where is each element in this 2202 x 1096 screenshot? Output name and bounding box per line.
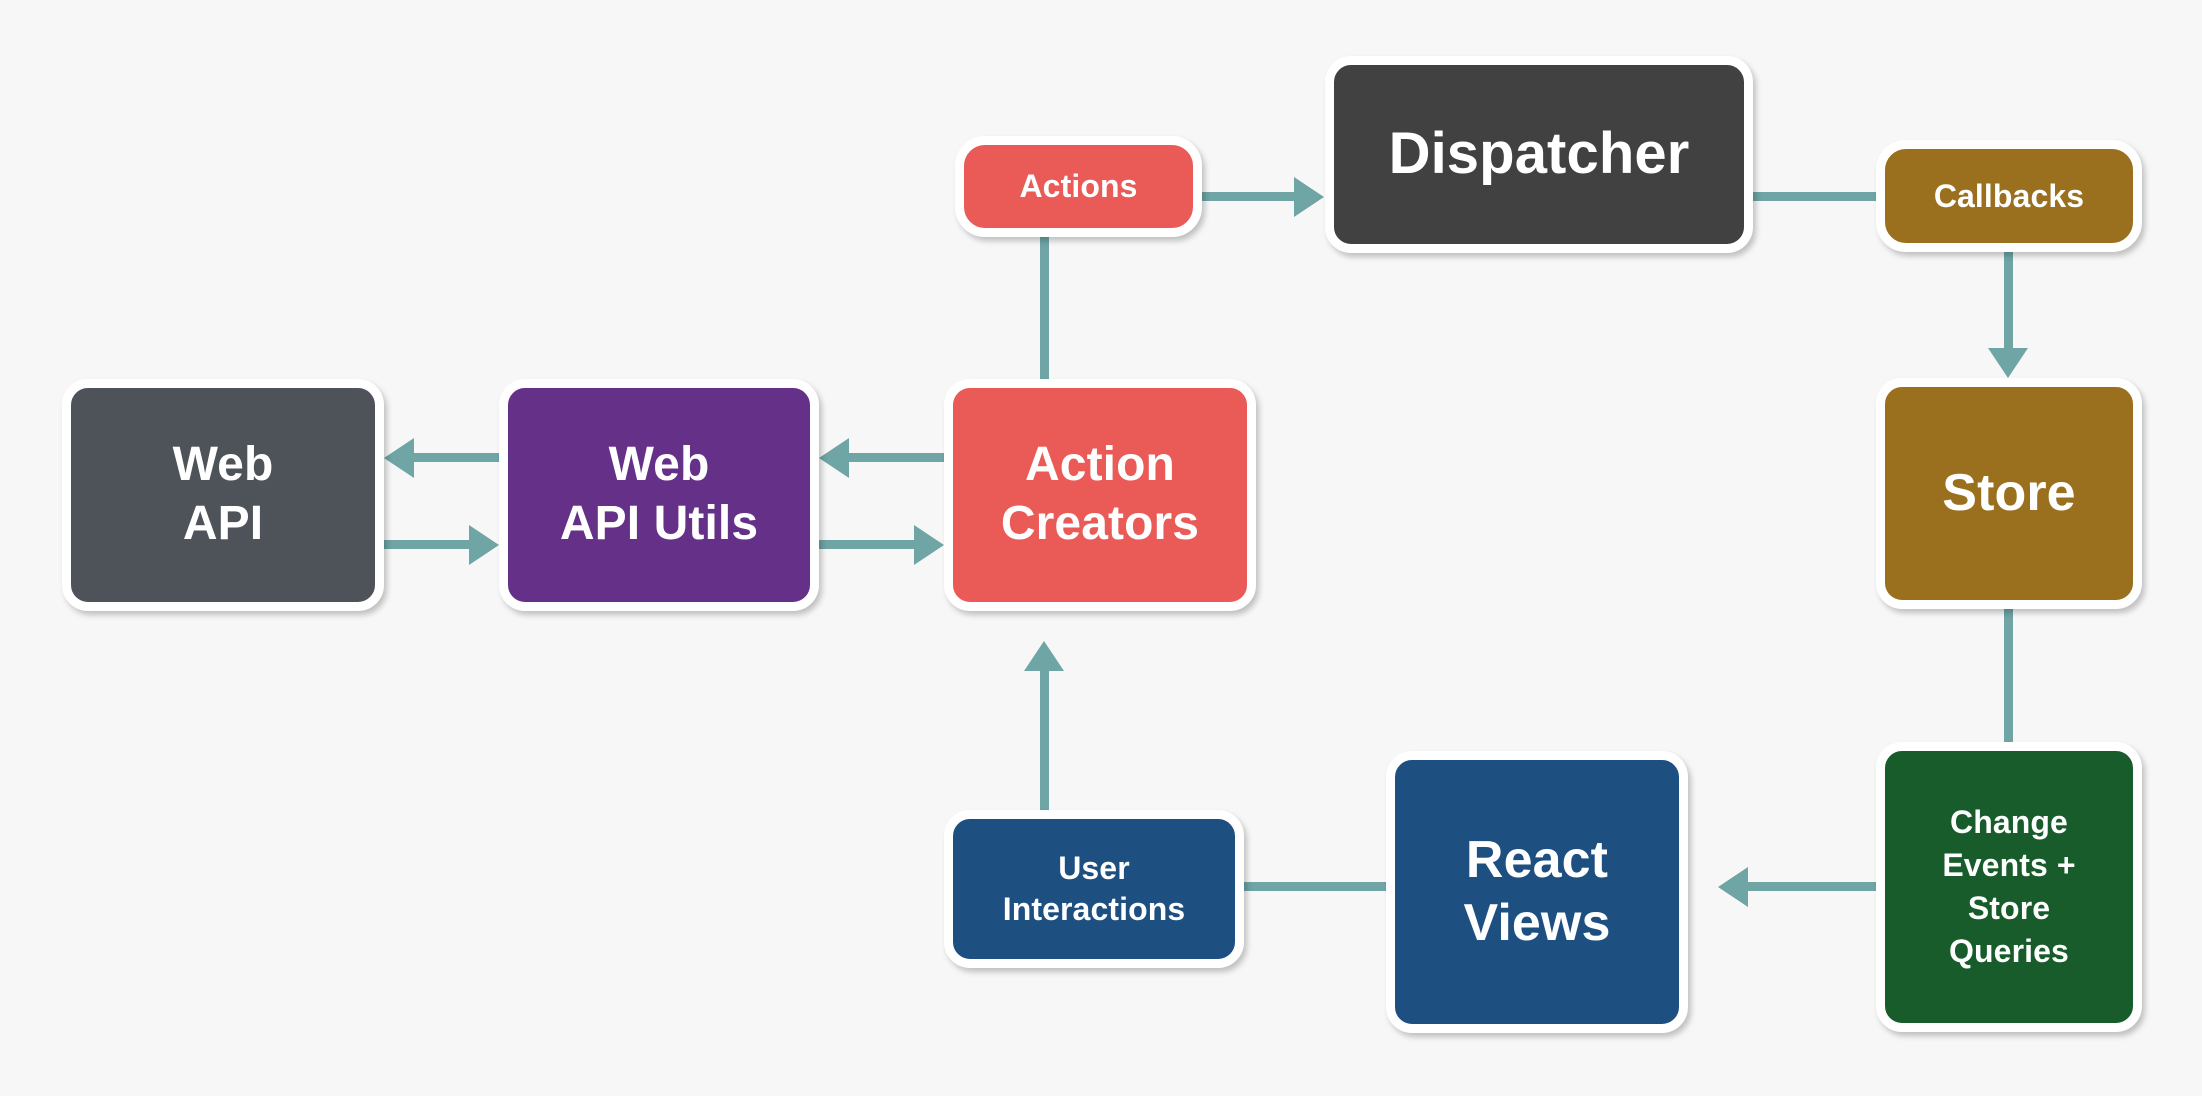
node-action-creators[interactable]: Action Creators	[944, 379, 1256, 611]
edge-callbacks-to-store	[2004, 252, 2013, 348]
arrowhead-action-creators-to-web-api-utils	[819, 438, 849, 478]
node-callbacks-label: Callbacks	[1933, 177, 2085, 214]
edge-action-creators-to-web-api-utils	[849, 453, 944, 462]
node-dispatcher[interactable]: Dispatcher	[1325, 56, 1753, 253]
node-react-views[interactable]: React Views	[1386, 751, 1688, 1033]
edge-store-to-change-events	[2004, 609, 2013, 742]
edge-user-interactions-to-action-creators	[1040, 671, 1049, 810]
arrowhead-web-api-to-web-api-utils	[469, 525, 499, 565]
edge-change-events-to-react-views	[1748, 882, 1876, 891]
arrowhead-web-api-utils-to-web-api	[384, 438, 414, 478]
node-web-api-label: Web API	[172, 438, 274, 550]
arrowhead-actions-to-dispatcher	[1294, 177, 1324, 217]
edge-dispatcher-to-callbacks	[1753, 192, 1876, 201]
node-store-label: Store	[1942, 463, 2076, 522]
edge-web-api-to-web-api-utils	[384, 540, 469, 549]
node-change-events-store-queries[interactable]: Change Events + Store Queries	[1876, 742, 2142, 1032]
node-change-events-store-queries-label: Change Events + Store Queries	[1942, 803, 2076, 970]
node-user-interactions-label: User Interactions	[1002, 850, 1186, 927]
node-web-api-utils-label: Web API Utils	[559, 438, 759, 550]
edge-action-creators-to-actions	[1040, 237, 1049, 379]
node-web-api-utils[interactable]: Web API Utils	[499, 379, 819, 611]
node-actions[interactable]: Actions	[955, 136, 1202, 237]
node-dispatcher-label: Dispatcher	[1388, 121, 1690, 187]
node-user-interactions[interactable]: User Interactions	[944, 810, 1244, 968]
node-store[interactable]: Store	[1876, 378, 2142, 609]
arrowhead-change-events-to-react-views	[1718, 867, 1748, 907]
node-callbacks[interactable]: Callbacks	[1876, 140, 2142, 252]
node-react-views-label: React Views	[1463, 830, 1611, 952]
node-action-creators-label: Action Creators	[1000, 438, 1200, 550]
arrowhead-callbacks-to-store	[1988, 348, 2028, 378]
edge-web-api-utils-to-action-creators	[819, 540, 914, 549]
edge-actions-to-dispatcher	[1202, 192, 1294, 201]
arrowhead-user-interactions-to-action-creators	[1024, 641, 1064, 671]
node-web-api[interactable]: Web API	[62, 379, 384, 611]
node-actions-label: Actions	[1019, 168, 1138, 205]
edge-web-api-utils-to-web-api	[414, 453, 499, 462]
arrowhead-web-api-utils-to-action-creators	[914, 525, 944, 565]
edge-react-views-to-user-interactions	[1244, 882, 1386, 891]
